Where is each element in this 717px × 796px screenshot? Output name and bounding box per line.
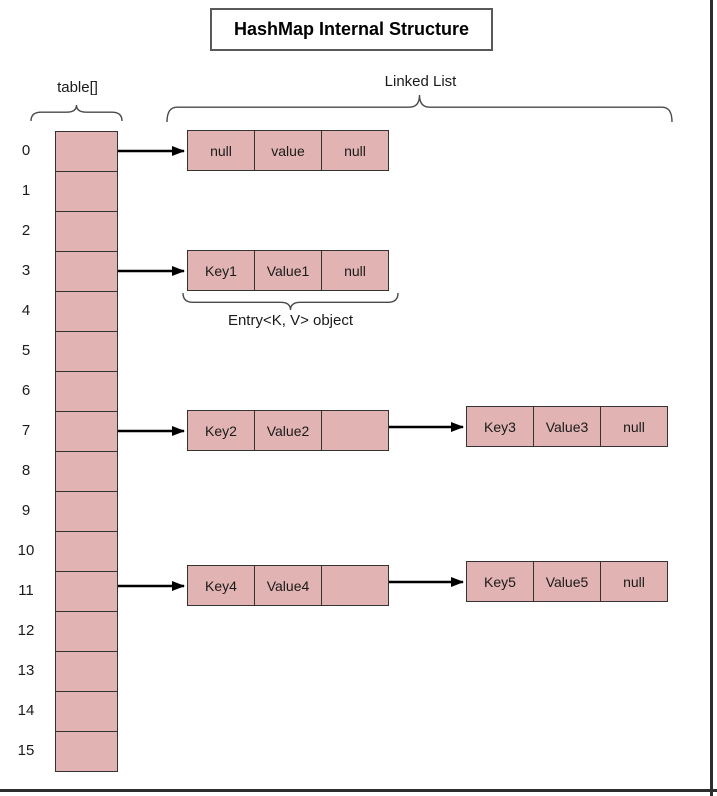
- entry-cell: Value4: [254, 565, 322, 606]
- table-array-label: table[]: [57, 79, 98, 96]
- page-bottom-edge: [0, 789, 717, 792]
- entry-cell: Value5: [533, 561, 601, 602]
- linked-list-brace: [166, 94, 673, 123]
- array-index-10: 10: [17, 542, 35, 559]
- table-array-brace: [30, 104, 123, 122]
- array-cell-8: [55, 451, 118, 492]
- array-cell-7: [55, 411, 118, 452]
- diagram-title: HashMap Internal Structure: [233, 19, 470, 39]
- entry-cell: Key4: [187, 565, 255, 606]
- array-index-11: 11: [18, 582, 34, 599]
- array-cell-2: [55, 211, 118, 252]
- array-cell-13: [55, 651, 118, 692]
- array-index-5: 5: [21, 342, 31, 359]
- array-cell-1: [55, 171, 118, 212]
- array-cell-15: [55, 731, 118, 772]
- array-cell-3: [55, 251, 118, 292]
- entry-cell: Key3: [466, 406, 534, 447]
- array-cell-5: [55, 331, 118, 372]
- entry-cell: Key1: [187, 250, 255, 291]
- array-index-0: 0: [21, 142, 31, 159]
- entry-cell: Value3: [533, 406, 601, 447]
- array-cell-9: [55, 491, 118, 532]
- array-index-1: 1: [21, 182, 31, 199]
- entry-cell: null: [321, 130, 389, 171]
- pointer-arrows: [88, 146, 464, 591]
- entry-cell: [321, 410, 389, 451]
- entry-cell: value: [254, 130, 322, 171]
- array-cell-4: [55, 291, 118, 332]
- array-cell-12: [55, 611, 118, 652]
- entry-cell: Value1: [254, 250, 322, 291]
- array-cell-11: [55, 571, 118, 612]
- diagram-title-box: HashMap Internal Structure: [210, 8, 493, 51]
- array-cell-6: [55, 371, 118, 412]
- entry-cell: [321, 565, 389, 606]
- entry-cell: Value2: [254, 410, 322, 451]
- array-index-14: 14: [17, 702, 35, 719]
- entry-cell: null: [187, 130, 255, 171]
- entry-cell: null: [600, 561, 668, 602]
- entry-object-brace: [182, 292, 399, 311]
- array-index-3: 3: [21, 262, 31, 279]
- array-index-15: 15: [17, 742, 35, 759]
- array-cell-14: [55, 691, 118, 732]
- array-index-9: 9: [21, 502, 31, 519]
- entry-cell: null: [321, 250, 389, 291]
- array-index-8: 8: [21, 462, 31, 479]
- linked-list-label: Linked List: [384, 73, 457, 90]
- array-index-12: 12: [17, 622, 35, 639]
- array-index-7: 7: [21, 422, 31, 439]
- array-index-13: 13: [17, 662, 35, 679]
- array-cell-0: [55, 131, 118, 172]
- array-cell-10: [55, 531, 118, 572]
- entry-cell: Key5: [466, 561, 534, 602]
- array-index-4: 4: [21, 302, 31, 319]
- entry-object-label: Entry<K, V> object: [227, 312, 354, 329]
- entry-cell: Key2: [187, 410, 255, 451]
- array-index-2: 2: [21, 222, 31, 239]
- page-right-edge: [710, 0, 713, 796]
- array-index-6: 6: [21, 382, 31, 399]
- entry-cell: null: [600, 406, 668, 447]
